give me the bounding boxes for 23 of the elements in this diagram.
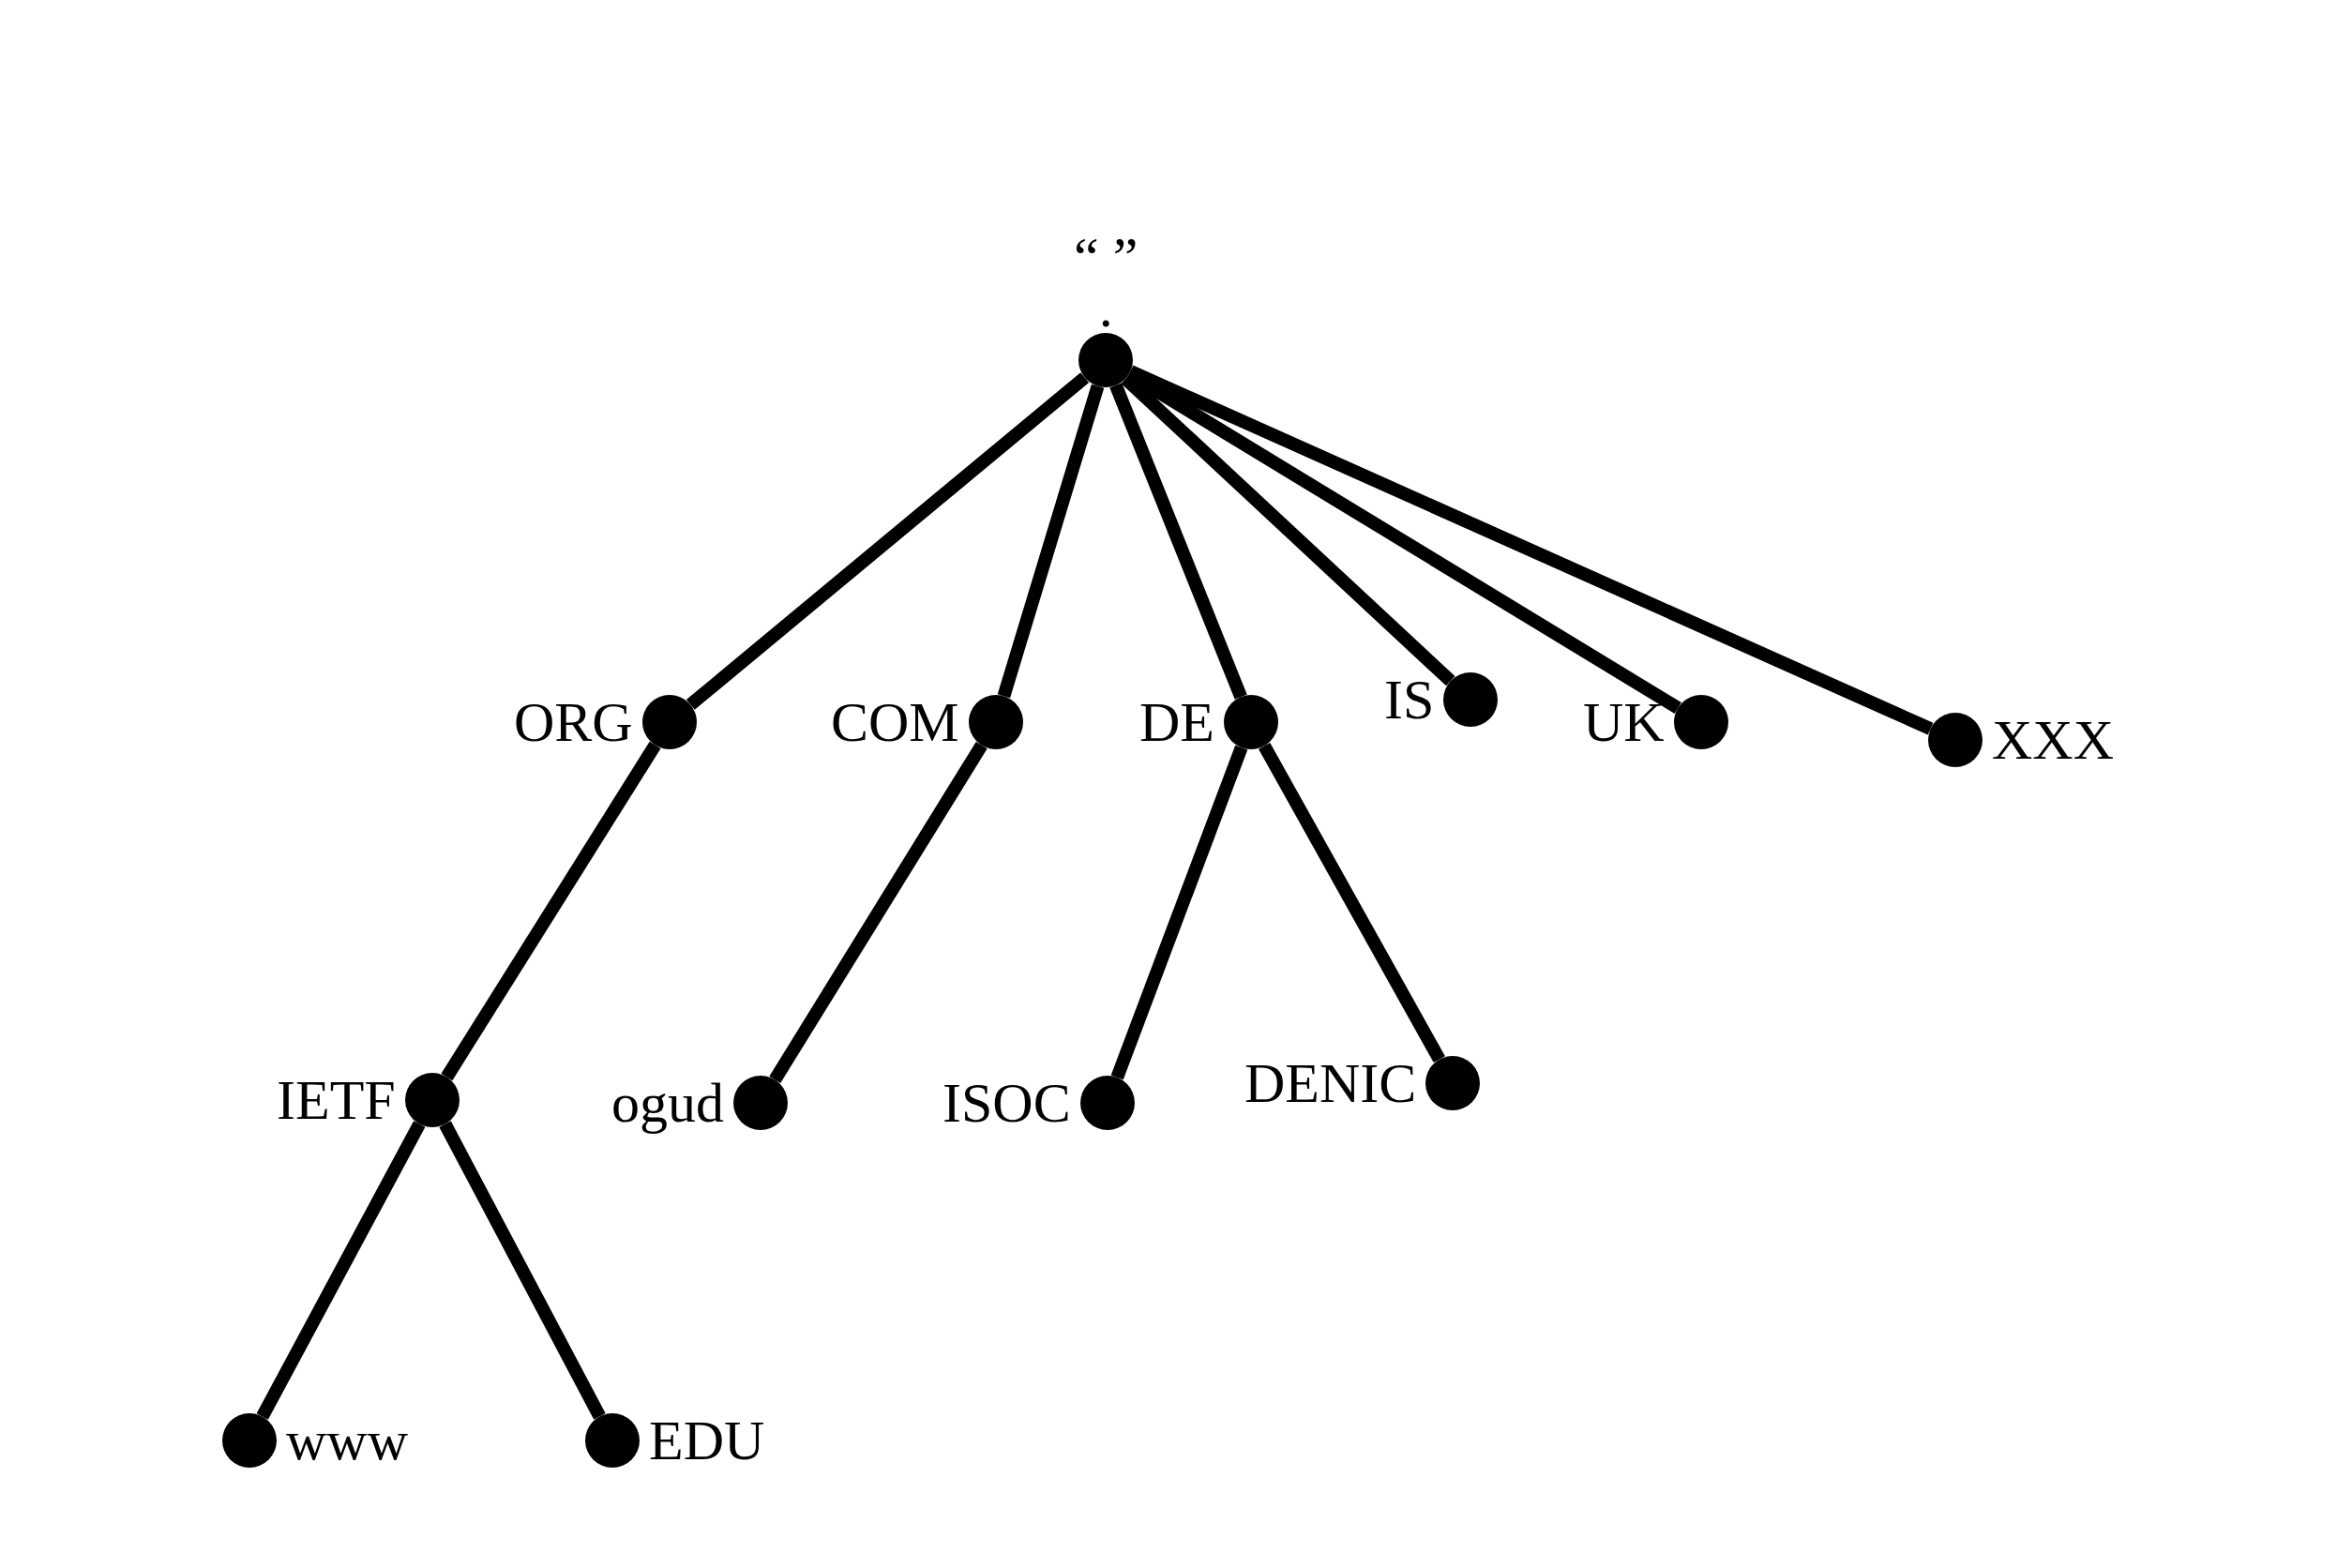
domain-label: XXX bbox=[1992, 707, 2114, 773]
domain-label: ogud bbox=[611, 1070, 724, 1136]
domain-label: DE bbox=[1139, 689, 1214, 755]
domain-label: www bbox=[286, 1408, 408, 1473]
tree-branch-line bbox=[769, 742, 988, 1083]
tree-branch-line bbox=[1259, 742, 1445, 1063]
tree-branch-line bbox=[997, 384, 1105, 699]
domain-label: COM bbox=[831, 689, 959, 755]
domain-label: EDU bbox=[649, 1408, 765, 1473]
tree-branch-line bbox=[439, 1121, 606, 1420]
tree-branch-line bbox=[1109, 383, 1247, 700]
domain-label: DENIC bbox=[1244, 1050, 1417, 1116]
tree-branch-line bbox=[256, 1121, 426, 1420]
domain-label: . bbox=[1098, 282, 1113, 333]
domain-label: IETF bbox=[277, 1067, 396, 1133]
domain-label: ISOC bbox=[942, 1070, 1071, 1136]
domain-label: UK bbox=[1583, 689, 1665, 755]
tree-branch-line bbox=[441, 741, 661, 1081]
domain-label: “ ” bbox=[1074, 232, 1138, 282]
tree-branch-line bbox=[686, 372, 1090, 710]
tree-branch-line bbox=[1110, 745, 1248, 1080]
domain-label: ORG bbox=[514, 689, 633, 755]
domain-label: IS bbox=[1384, 667, 1435, 732]
